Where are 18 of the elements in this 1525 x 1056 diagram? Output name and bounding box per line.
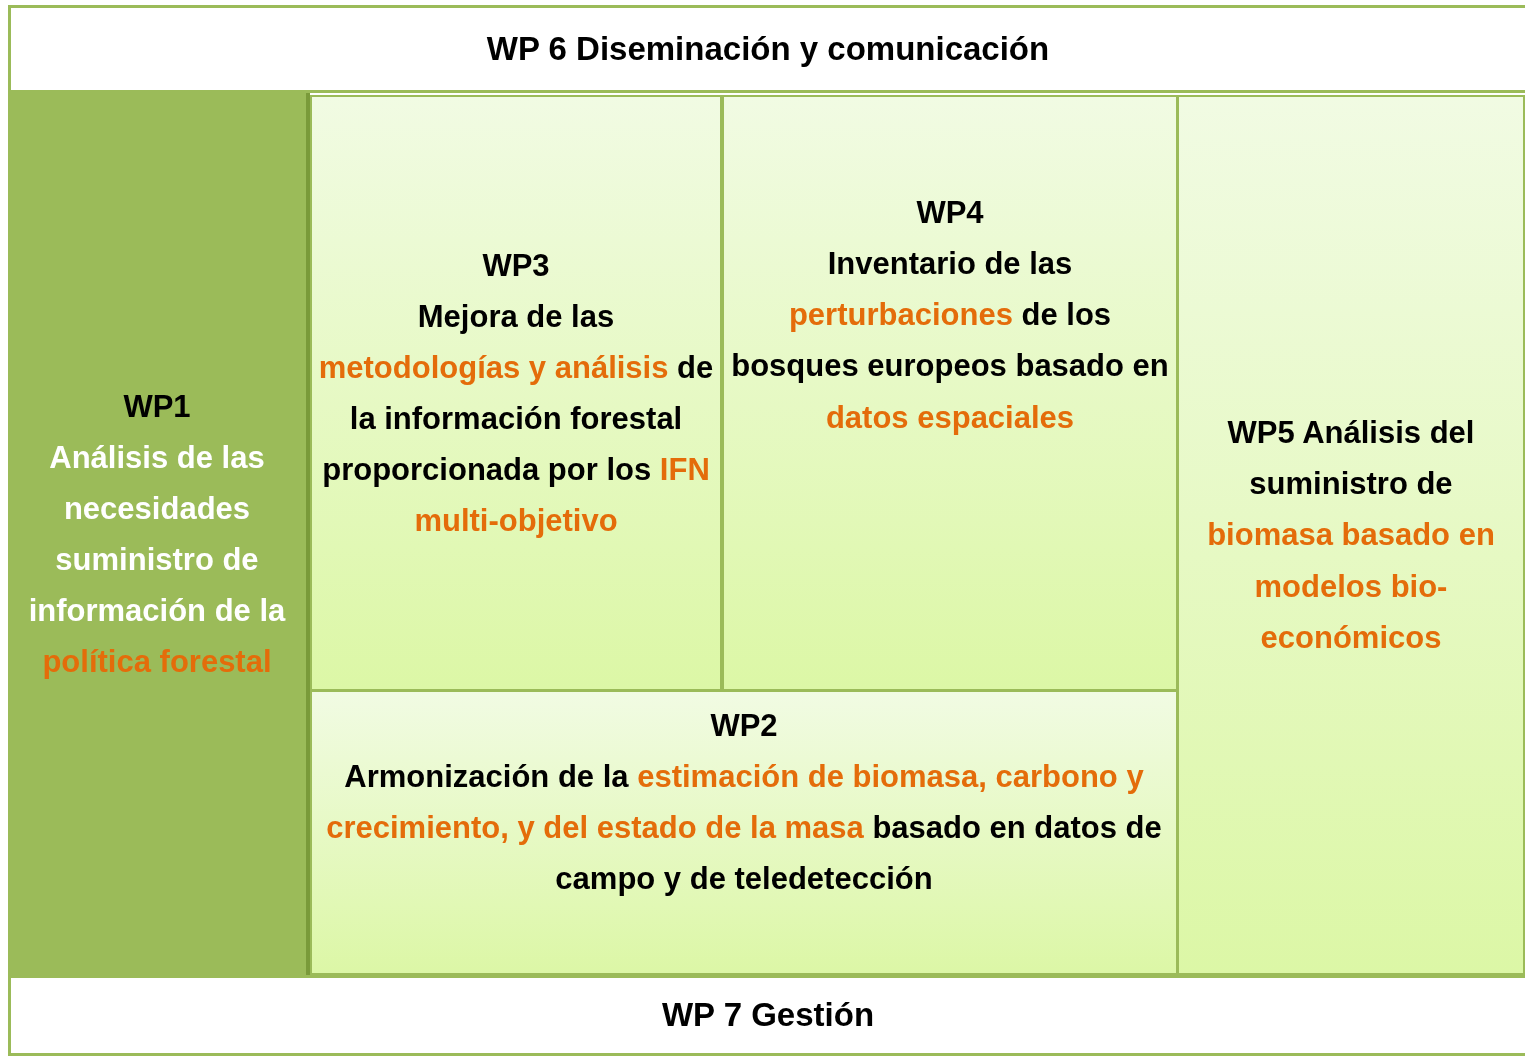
header-band: [8, 5, 1525, 93]
work-package-panel: [8, 93, 310, 975]
panel-heading: WP1: [123, 387, 191, 426]
work-package-panel: [1177, 95, 1525, 975]
panel-text: WP 7 Gestión: [661, 995, 875, 1036]
panel-text: WP 6 Diseminación y comunicación: [486, 28, 1050, 69]
panel-heading: WP4: [916, 194, 984, 232]
panel-text: Análisis de las necesidades suministro de información de la política forestal: [27, 438, 287, 682]
panel-text: Armonización de la estimación de biomasa, carbono y crecimiento, y del estado de la masa basado en datos de campo y de teledetección: [325, 758, 1163, 899]
panel-text: Inventario de las perturbaciones de los bosques europeos basado en datos espaciales: [730, 245, 1170, 437]
panel-heading: WP3: [482, 246, 550, 285]
work-package-panel: [310, 690, 1178, 975]
work-package-panel: [722, 95, 1178, 691]
work-package-panel: [310, 95, 722, 691]
footer-band: [8, 975, 1525, 1056]
panel-text: Mejora de las metodologías y análisis de la información forestal proporcionada por los IFN multi-objetivo: [318, 297, 714, 541]
panel-heading: WP2: [710, 707, 778, 745]
panel-text: WP5 Análisis del suministro de biomasa basado en modelos bio-económicos: [1206, 414, 1496, 657]
